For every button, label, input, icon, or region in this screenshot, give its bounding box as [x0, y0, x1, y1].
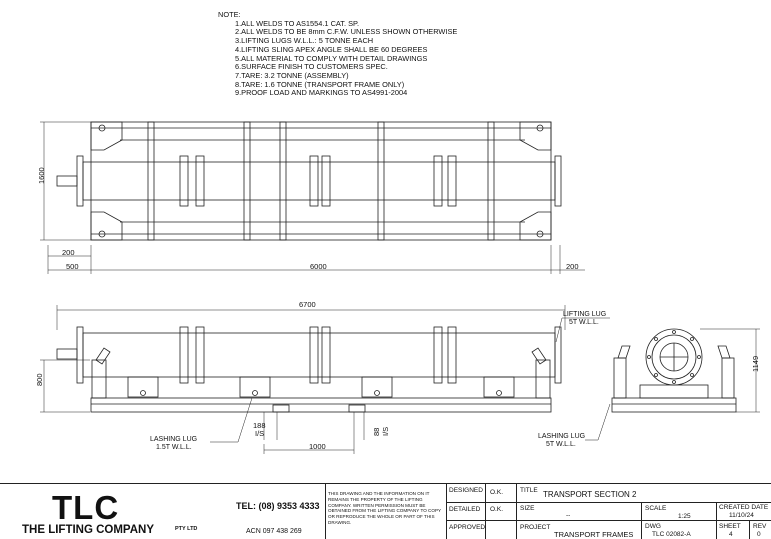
- company-logo: TLC: [52, 489, 120, 526]
- end-lashing-lug-label: LASHING LUG: [538, 433, 585, 440]
- divider: [641, 502, 642, 539]
- note-item: 7.TARE: 3.2 TONNE (ASSEMBLY): [235, 70, 349, 80]
- dim-side-188: 188: [253, 421, 266, 430]
- created-value: 11/10/24: [729, 512, 754, 519]
- divider: [716, 502, 717, 539]
- note-item: 4.LIFTING SLING APEX ANGLE SHALL BE 60 D…: [235, 44, 428, 54]
- side-view: 6700: [35, 300, 610, 454]
- end-dim-lines: [585, 328, 760, 441]
- sheet-value: 4: [729, 531, 733, 538]
- plan-pipe-spool: [56, 155, 562, 207]
- copyright-notice: THIS DRAWING AND THE INFORMATION ON IT R…: [328, 491, 441, 525]
- size-value: --: [566, 512, 571, 519]
- rev-value: 0: [757, 531, 761, 538]
- dim-side-88-sub: I/S: [381, 427, 390, 436]
- dim-plan-height: 1600: [37, 167, 46, 184]
- title-value: TRANSPORT SECTION 2: [543, 490, 637, 499]
- drawing-canvas: 1600 200 500 6000 200 6700: [35, 121, 760, 454]
- note-item: 9.PROOF LOAD AND MARKINGS TO AS4991-2004: [235, 88, 408, 98]
- plan-dimensions: [40, 121, 585, 274]
- scale-value: 1:25: [678, 513, 691, 520]
- divider: [516, 484, 517, 539]
- divider: [446, 520, 771, 521]
- divider: [485, 484, 486, 539]
- created-label: CREATED DATE: [719, 504, 769, 511]
- dim-plan-length: 6000: [310, 262, 327, 271]
- company-name: THE LIFTING COMPANY: [22, 524, 155, 536]
- side-saddles: [127, 376, 515, 398]
- approved-label: APPROVED: [449, 524, 486, 531]
- divider: [325, 484, 326, 539]
- side-dim-height-lines: [40, 359, 90, 413]
- dim-end-height: 1149: [751, 356, 760, 372]
- dim-side-188-sub: I/S: [255, 429, 264, 438]
- sheet-label: SHEET: [719, 523, 741, 530]
- dwg-label: DWG: [645, 523, 661, 530]
- divider: [446, 502, 771, 503]
- end-lashing-lug-wll: 5T W.L.L.: [546, 441, 576, 448]
- project-label: PROJECT: [520, 524, 551, 531]
- side-lifting-lug-label: LIFTING LUG: [563, 311, 606, 318]
- note-item: 5.ALL MATERIAL TO COMPLY WITH DETAIL DRA…: [235, 53, 428, 63]
- dwg-value: TLC 02082-A: [652, 531, 691, 538]
- designed-label: DESIGNED: [449, 487, 483, 494]
- side-lifting-posts: [91, 347, 551, 399]
- company-tel: TEL: (08) 9353 4333: [236, 501, 320, 511]
- dim-side-1000: 1000: [309, 442, 326, 451]
- general-notes: NOTE: 1.ALL WELDS TO AS1554.1 CAT. SP. 2…: [218, 10, 458, 98]
- plan-frame-outline: [90, 121, 552, 241]
- dim-plan-offset: 200: [62, 248, 75, 257]
- notes-list: 1.ALL WELDS TO AS1554.1 CAT. SP. 2.ALL W…: [235, 18, 458, 98]
- notes-heading: NOTE:: [218, 10, 241, 19]
- note-item: 6.SURFACE FINISH TO CUSTOMERS SPEC.: [235, 62, 388, 72]
- dim-plan-right: 200: [566, 262, 579, 271]
- plan-corner-brackets: [90, 121, 552, 241]
- dim-plan-left: 500: [66, 262, 79, 271]
- dim-side-overall: 6700: [299, 300, 316, 309]
- note-item: 2.ALL WELDS TO BE 8mm C.F.W. UNLESS SHOW…: [235, 27, 458, 37]
- note-item: 3.LIFTING LUGS W.L.L.: 5 TONNE EACH: [235, 36, 374, 46]
- company-pty: PTY LTD: [175, 526, 198, 532]
- scale-label: SCALE: [645, 505, 667, 512]
- divider: [749, 520, 750, 539]
- plan-cross-members: [147, 121, 495, 241]
- size-label: SIZE: [520, 505, 535, 512]
- side-lifting-lug-wll: 5T W.L.L.: [569, 319, 599, 326]
- title-block: TLC THE LIFTING COMPANY PTY LTD TEL: (08…: [0, 483, 771, 539]
- end-base-frame: [611, 397, 737, 413]
- dim-side-height: 800: [35, 373, 44, 386]
- side-base-frame: [90, 397, 552, 413]
- dim-side-88: 88: [372, 428, 381, 436]
- title-label: TITLE: [520, 487, 538, 494]
- side-dim-overall-lines: [56, 305, 566, 330]
- designed-value: O.K.: [490, 489, 504, 496]
- plan-view: 1600 200 500 6000 200: [37, 121, 585, 274]
- side-pipe-spool: [56, 326, 562, 384]
- side-callout-leaders: [210, 317, 610, 443]
- detailed-label: DETAILED: [449, 506, 481, 513]
- company-acn: ACN 097 438 269: [246, 528, 302, 535]
- end-flange-bolts: [647, 330, 701, 384]
- side-lashing-lug-label: LASHING LUG: [150, 436, 197, 443]
- project-value: TRANSPORT FRAMES: [554, 530, 634, 539]
- note-item: 8.TARE: 1.6 TONNE (TRANSPORT FRAME ONLY): [235, 79, 405, 89]
- detailed-value: O.K.: [490, 506, 504, 513]
- end-view: 1149 LASHING LUG 5T W.L.L.: [538, 328, 760, 448]
- rev-label: REV: [753, 523, 767, 530]
- side-dim-lower-lines: [263, 412, 365, 454]
- note-item: 1.ALL WELDS TO AS1554.1 CAT. SP.: [235, 18, 360, 28]
- side-lashing-lug-wll: 1.5T W.L.L.: [156, 444, 192, 451]
- divider: [446, 484, 447, 539]
